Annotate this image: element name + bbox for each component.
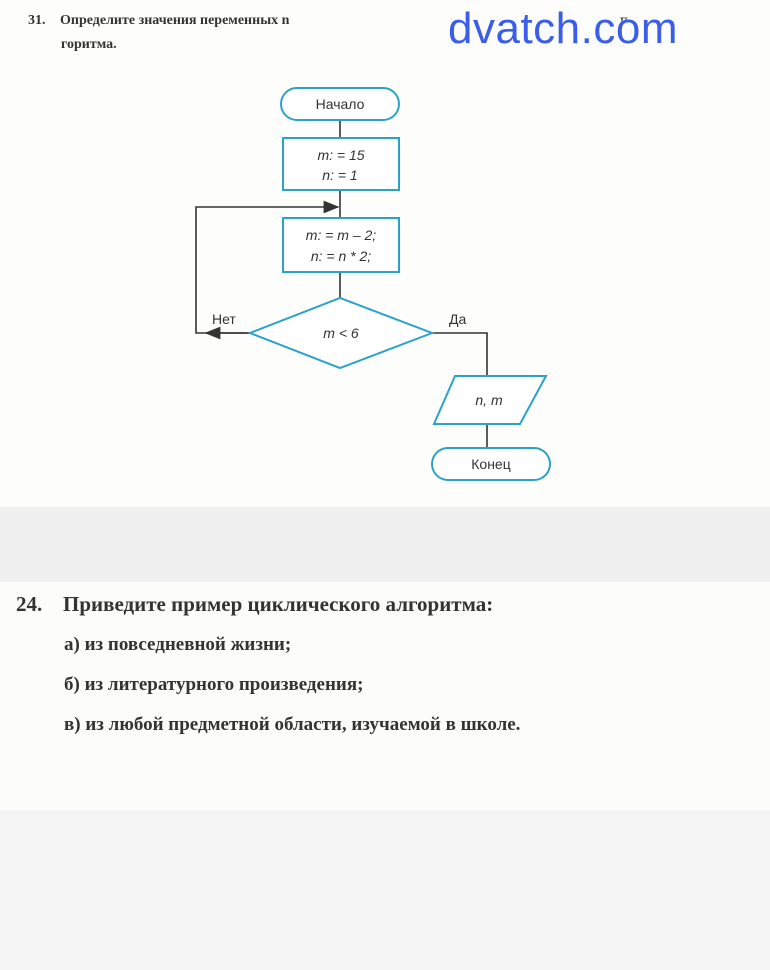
output-label: n, m <box>475 392 503 408</box>
textbook-page-bottom <box>0 582 770 810</box>
task-31-number: 31. <box>28 13 46 28</box>
task-24-item-a: а) из повседневной жизни; <box>64 634 292 655</box>
output-block <box>432 375 548 425</box>
page-gap <box>0 507 770 582</box>
body-line-1: m: = m – 2; <box>306 227 377 243</box>
task-31: 31. Определите значения переменных n п го… <box>28 10 628 52</box>
start-terminal <box>280 87 400 121</box>
task-24-title: 24. Приведите пример циклического алгорит… <box>16 592 493 617</box>
task-31-text-line1: Определите значения переменных n <box>60 13 290 28</box>
task-24-text: Приведите пример циклического алгоритма: <box>63 592 494 616</box>
empty-area <box>0 810 770 970</box>
task-24-item-b: б) из литературного произведения; <box>64 674 364 695</box>
condition-label: m < 6 <box>323 325 359 341</box>
flowchart: Начало m: = 15 n: = 1 m: = m – 2; n: = n… <box>195 87 551 481</box>
start-label: Начало <box>316 96 365 112</box>
init-block <box>282 137 400 191</box>
yes-line <box>432 332 488 376</box>
task-24-number: 24. <box>16 592 43 616</box>
task-31-text-line2: горитма. <box>61 37 117 52</box>
task-31-text-tail: п <box>620 13 629 28</box>
body-line-2: n: = n * 2; <box>311 248 371 264</box>
end-terminal <box>431 447 551 481</box>
watermark: dvatch.com <box>448 4 678 53</box>
yes-label: Да <box>449 311 466 327</box>
body-block <box>282 217 400 273</box>
end-label: Конец <box>471 456 510 472</box>
no-label: Нет <box>212 311 236 327</box>
task-24-item-c: в) из любой предметной области, изучаемо… <box>64 714 521 735</box>
condition-diamond <box>247 296 435 370</box>
init-line-1: m: = 15 <box>317 147 364 163</box>
init-line-2: n: = 1 <box>322 167 357 183</box>
